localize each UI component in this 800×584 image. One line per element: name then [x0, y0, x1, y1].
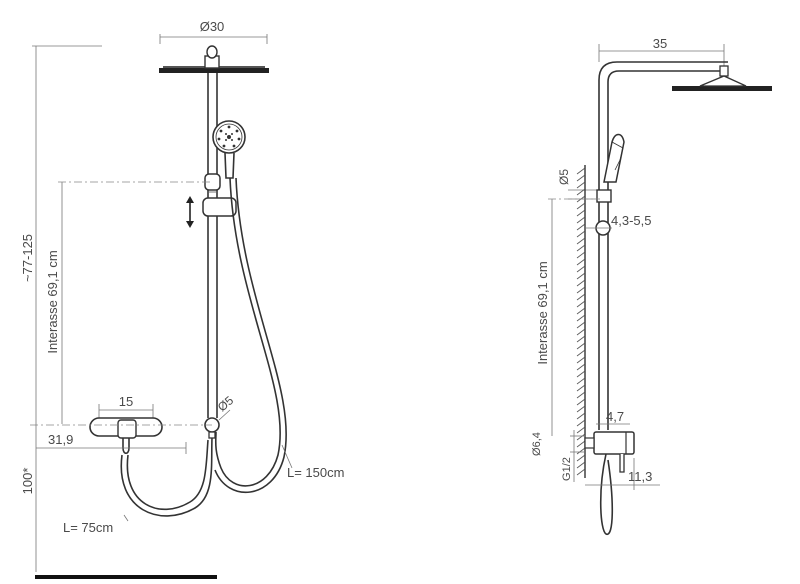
side-hand-shower	[603, 133, 625, 183]
hatch-line	[576, 461, 586, 469]
hatch-line	[576, 265, 586, 273]
overhead-shower-head	[159, 45, 269, 73]
bracket-range-label: 4,3-5,5	[611, 213, 651, 228]
total-height-dimension: ~77-125	[20, 45, 102, 424]
hatch-line	[576, 251, 586, 259]
hatch-line	[576, 328, 586, 336]
hatch-line	[576, 300, 586, 308]
arm-length-dimension: 35	[598, 36, 725, 70]
hatch-line	[576, 391, 586, 399]
mixer-valve	[89, 417, 163, 455]
hatch-line	[576, 454, 586, 462]
hatch-line	[576, 314, 586, 322]
short-hose-label: L= 75cm	[63, 520, 113, 535]
side-interaxis-dimension: Interasse 69,1 cm	[535, 198, 600, 436]
head-diameter-dimension: Ø30	[159, 19, 268, 44]
mixer-offset-dimension: 31,9	[36, 432, 187, 454]
interaxis-dimension: Interasse 69,1 cm	[45, 181, 212, 424]
head-diameter-label: Ø30	[200, 19, 225, 34]
hatch-line	[576, 349, 586, 357]
hatch-line	[576, 279, 586, 287]
hatch-line	[576, 181, 586, 189]
mixer-width-label: 15	[119, 394, 133, 409]
hatch-line	[576, 398, 586, 406]
bar-diameter-label: Ø5	[215, 393, 237, 414]
hatch-line	[576, 377, 586, 385]
wall	[576, 165, 586, 478]
thread-label: G1/2	[561, 457, 573, 481]
front-view: Ø30	[20, 19, 344, 579]
inlet-depth-label: 4,7	[606, 409, 624, 424]
mixer-offset-label: 31,9	[48, 432, 73, 447]
hatch-line	[576, 174, 586, 182]
hatch-line	[576, 363, 586, 371]
hatch-line	[576, 468, 586, 476]
hatch-line	[576, 370, 586, 378]
hatch-line	[576, 405, 586, 413]
side-view: 35 Ø5 4,	[531, 36, 772, 535]
mixer-depth-label: 11,3	[628, 469, 652, 484]
hatch-line	[576, 356, 586, 364]
hatch-line	[576, 293, 586, 301]
bracket-range-dimension: 4,3-5,5	[586, 213, 651, 229]
mixer-depth-dimension: 11,3	[585, 458, 660, 490]
hatch-line	[576, 223, 586, 231]
interaxis-label: Interasse 69,1 cm	[45, 250, 60, 353]
hatch-line	[576, 258, 586, 266]
hatch-line	[576, 307, 586, 315]
hatch-line	[576, 167, 586, 175]
inlet-thread-dimensions: Ø6,4 G1/2	[531, 430, 586, 482]
hatch-line	[576, 230, 586, 238]
inlet-diameter-label: Ø6,4	[531, 432, 543, 456]
hatch-line	[576, 286, 586, 294]
wall-hatching	[576, 167, 586, 476]
long-hose-label: L= 150cm	[287, 465, 344, 480]
hatch-line	[576, 419, 586, 427]
long-hose: L= 150cm	[214, 177, 344, 494]
slider-bracket	[202, 173, 237, 217]
side-hose	[599, 453, 614, 535]
hatch-line	[576, 216, 586, 224]
hatch-line	[576, 335, 586, 343]
hatch-line	[576, 244, 586, 252]
floor-line	[35, 575, 217, 579]
hatch-line	[576, 342, 586, 350]
side-interaxis-label: Interasse 69,1 cm	[535, 261, 550, 364]
hatch-line	[576, 237, 586, 245]
mixer-width-dimension: 15	[98, 394, 154, 418]
hand-shower	[212, 120, 246, 179]
side-shower-head	[672, 75, 772, 91]
adjust-arrow-icon	[186, 196, 194, 228]
hatch-line	[576, 433, 586, 441]
hatch-line	[576, 272, 586, 280]
hatch-line	[576, 202, 586, 210]
hatch-line	[576, 412, 586, 420]
arm-length-label: 35	[653, 36, 667, 51]
short-hose: L= 75cm	[63, 437, 213, 535]
pipe-diameter-label: Ø5	[557, 169, 571, 185]
total-height-label: ~77-125	[20, 234, 35, 282]
hose-connector: Ø5	[204, 393, 237, 439]
hatch-line	[576, 447, 586, 455]
floor-height-dimension: 100*	[20, 424, 37, 572]
hatch-line	[576, 384, 586, 392]
floor-height-label: 100*	[20, 468, 35, 495]
hatch-line	[576, 440, 586, 448]
riser-bar	[207, 73, 218, 418]
side-mixer	[584, 431, 635, 473]
side-riser-pipe	[598, 61, 729, 430]
hatch-line	[576, 188, 586, 196]
inlet-depth-dimension: 4,7	[596, 409, 630, 425]
hatch-line	[576, 321, 586, 329]
hatch-line	[576, 209, 586, 217]
hatch-line	[576, 426, 586, 434]
